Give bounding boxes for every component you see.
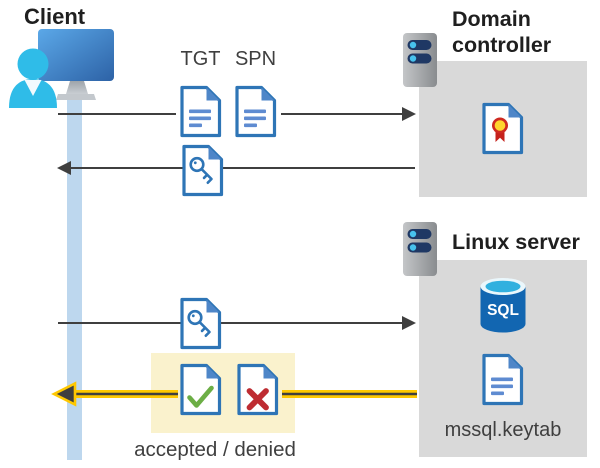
client-lifeline — [67, 94, 82, 460]
linux-server-icon — [403, 222, 437, 276]
arrow-ticket-granted-line — [70, 167, 415, 169]
arrow-present-ticket-line — [58, 322, 403, 324]
arrow-present-ticket-head — [402, 316, 416, 330]
client-user-monitor-icon — [9, 29, 114, 108]
domain-controller-server-icon — [403, 33, 437, 87]
arrow-request-tickets-line-left — [58, 113, 176, 115]
arrow-auth-result — [51, 381, 417, 407]
arrow-ticket-granted-head — [57, 161, 71, 175]
key-document-icon — [182, 144, 224, 197]
spn-document-icon — [235, 85, 277, 138]
result-caption: accepted / denied — [134, 438, 296, 461]
certificate-document-icon — [482, 102, 524, 155]
keytab-document-icon — [482, 353, 524, 406]
key-document-icon — [180, 297, 222, 350]
tgt-label: TGT — [180, 48, 221, 70]
sql-database-icon: SQL — [480, 278, 526, 333]
tgt-document-icon — [180, 85, 222, 138]
accepted-document-icon — [180, 363, 222, 416]
spn-label: SPN — [234, 48, 277, 70]
denied-document-icon — [237, 363, 279, 416]
linux-server-label: Linux server — [452, 230, 580, 254]
arrow-request-tickets-line-right — [281, 113, 403, 115]
keytab-label: mssql.keytab — [444, 419, 562, 441]
sql-text: SQL — [487, 302, 519, 319]
domain-controller-label: Domain controller — [452, 7, 552, 58]
arrow-request-tickets-head — [402, 107, 416, 121]
client-label: Client — [24, 4, 86, 29]
